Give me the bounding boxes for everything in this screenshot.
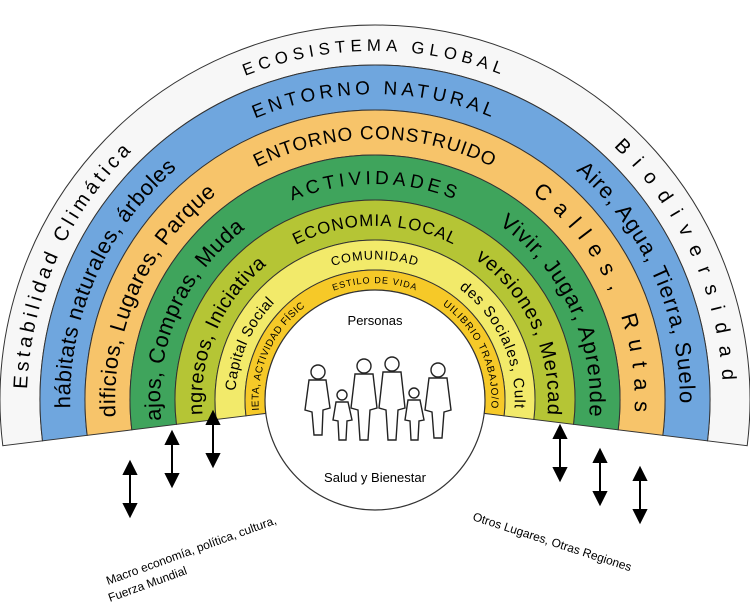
center-circle (264, 289, 486, 511)
ring-bands (0, 24, 750, 447)
arrows (122, 409, 648, 525)
center-disk: Personas Salud y Bienestar (264, 289, 486, 511)
left-arrow-3 (205, 409, 221, 469)
right-bottom-label: Otros Lugares, Otras Regiones (471, 510, 633, 575)
center-subtitle: Salud y Bienestar (324, 470, 427, 485)
center-title: Personas (348, 313, 403, 328)
right-arrow-1 (552, 423, 568, 483)
people-icon (304, 356, 452, 441)
right-arrow-2 (592, 447, 608, 507)
left-bottom-label-1: Macro economía, política, cultura, (104, 513, 278, 588)
left-arrow-1 (122, 459, 138, 519)
right-arrow-3 (632, 465, 648, 525)
bottom-labels: Macro economía, política, cultura, Fuerz… (104, 510, 633, 605)
left-arrow-2 (164, 429, 180, 489)
ring-top-label-community: COMUNIDAD (329, 248, 421, 269)
